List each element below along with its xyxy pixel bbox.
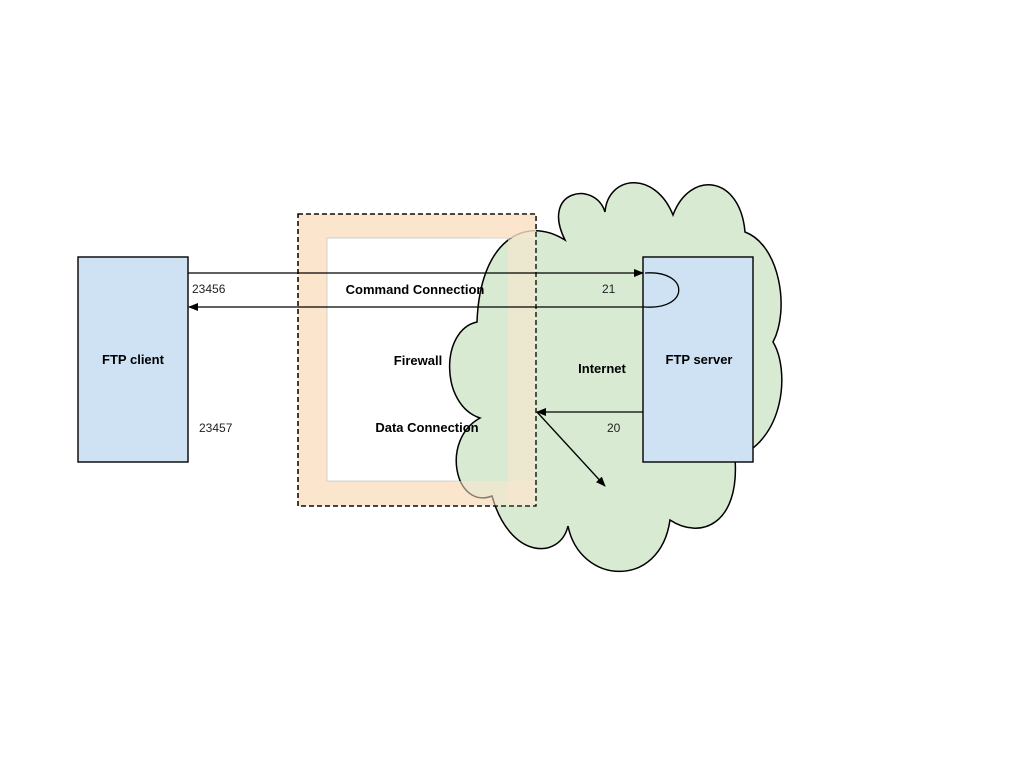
server-command-port: 21 [602,282,616,296]
data-connection [536,408,643,487]
firewall-band-overlay-top [480,214,536,238]
command-connection-label: Command Connection [346,282,485,297]
client-box [77,256,189,463]
server-label: FTP server [666,352,733,367]
ftp-server: FTP server [642,256,754,463]
command-loop [644,272,680,308]
firewall-band-overlay [508,214,536,506]
command-connection [188,269,680,311]
client-command-port: 23456 [192,282,226,296]
firewall-frame-edge [297,213,537,507]
firewall-label: Firewall [394,353,442,368]
server-data-port: 20 [607,421,621,435]
client-data-port: 23457 [199,421,233,435]
internet-label: Internet [578,361,626,376]
ftp-client: FTP client [77,256,189,463]
client-label: FTP client [102,352,165,367]
server-box [642,256,754,463]
firewall-band-overlay-bottom [455,481,536,506]
data-connection-label: Data Connection [375,420,478,435]
data-arrow-deflected [536,411,606,487]
